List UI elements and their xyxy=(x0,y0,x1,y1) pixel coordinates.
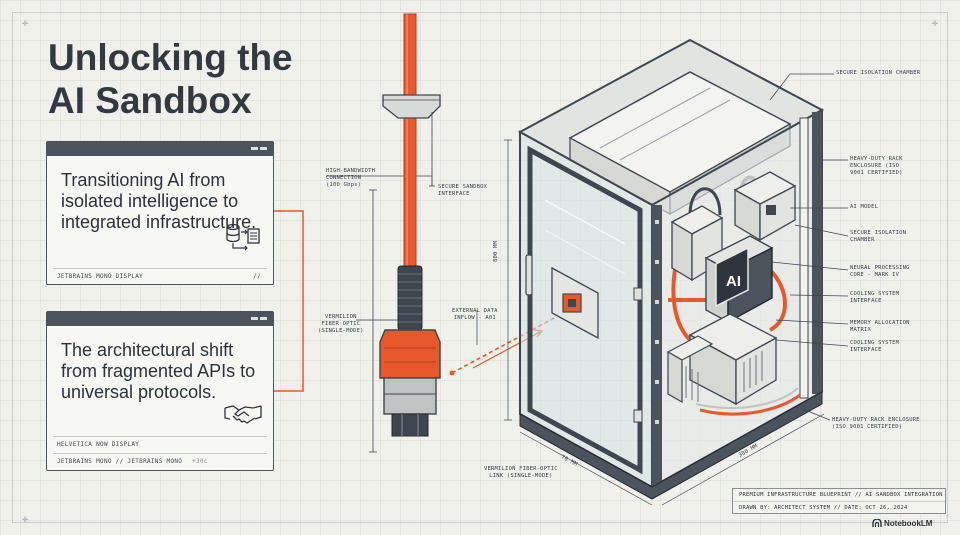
annotation-heavy-duty-rack-bottom: HEAVY-DUTY RACK ENCLOSURE (ISO 9001 CERT… xyxy=(832,417,920,430)
title-line-2: AI Sandbox xyxy=(48,80,252,121)
card-transitioning: Transitioning AI from isolated intellige… xyxy=(46,141,274,285)
blueprint-info-box: PREMIUM INFRASTRUCTURE BLUEPRINT // AI S… xyxy=(732,488,946,514)
annotation-neural-processing-core: NEURAL PROCESSING CORE - MARK IV xyxy=(850,265,910,278)
leader-lines xyxy=(326,73,849,421)
window-controls-icon xyxy=(251,317,267,320)
card-connector-bracket xyxy=(274,210,304,392)
card-footer-label-2: JETBRAINS MONO // JETBRAINS MONO xyxy=(57,458,183,465)
chip-label: AI xyxy=(726,273,741,290)
card-footer-label-1: HELVETICA NOW DISPLAY xyxy=(57,441,140,448)
card-body: Transitioning AI from isolated intellige… xyxy=(47,156,273,268)
card-footer-extra: +30c xyxy=(192,458,208,465)
annotation-external-data-inflow: EXTERNAL DATA INFLOW - A01 xyxy=(452,308,498,321)
window-controls-icon xyxy=(251,147,267,150)
rack-dimension-lines xyxy=(504,139,825,506)
corner-mark-tl: ✛ xyxy=(22,18,29,29)
handshake-icon xyxy=(224,405,262,424)
annotation-heavy-duty-rack-top: HEAVY-DUTY RACK ENCLOSURE (ISO 9001 CERT… xyxy=(850,156,903,176)
page-title: Unlocking the AI Sandbox xyxy=(48,36,368,122)
info-line-1: PREMIUM INFRASTRUCTURE BLUEPRINT // AI S… xyxy=(739,492,943,498)
info-line-2: DRAWN BY: ARCHITECT SYSTEM // DATE: OCT … xyxy=(733,501,945,514)
card-architectural: The architectural shift from fragmented … xyxy=(46,311,274,471)
card-text: Transitioning AI from isolated intellige… xyxy=(61,170,257,232)
card-text: The architectural shift from fragmented … xyxy=(61,340,256,402)
annotation-ai-model: AI MODEL xyxy=(850,204,879,210)
brand-name: NotebookLM xyxy=(884,519,933,528)
card-footer-2: JETBRAINS MONO // JETBRAINS MONO +30c xyxy=(53,453,267,470)
notebooklm-logo-icon xyxy=(872,519,882,527)
card-footer: JETBRAINS MONO DISPLAY // xyxy=(53,268,267,285)
annotation-vermilion-fiber-optic: VERMILION FIBER OPTIC (SINGLE-MODE) xyxy=(318,314,364,334)
database-transfer-icon xyxy=(226,223,260,251)
card-body: The architectural shift from fragmented … xyxy=(47,326,273,436)
rack-enclosure xyxy=(517,38,825,500)
annotation-secure-isolation-chamber-top: SECURE ISOLATION CHAMBER xyxy=(836,70,921,76)
annotation-cooling-system-interface-1: COOLING SYSTEM INTERFACE xyxy=(850,291,900,304)
annotation-secure-sandbox-interface: SECURE SANDBOX INTERFACE xyxy=(438,184,488,197)
annotation-secure-isolation-chamber: SECURE ISOLATION CHAMBER xyxy=(850,230,907,243)
card-footer-1: HELVETICA NOW DISPLAY xyxy=(53,436,267,453)
annotation-high-bandwidth: HIGH-BANDWIDTH CONNECTION (100 Gbps) xyxy=(326,168,376,188)
annotation-memory-allocation: MEMORY ALLOCATION MATRIX xyxy=(850,320,910,333)
title-line-1: Unlocking the xyxy=(48,37,293,78)
internal-components: AI xyxy=(666,171,801,416)
card-footer-label: JETBRAINS MONO DISPLAY xyxy=(57,273,144,280)
annotation-vermilion-link: VERMILION FIBER-OPTIC LINK (SINGLE-MODE) xyxy=(484,466,558,479)
annotation-cooling-system-interface-2: COOLING SYSTEM INTERFACE xyxy=(850,340,900,353)
cable-dimension-line xyxy=(369,112,435,453)
card-titlebar xyxy=(47,142,273,156)
fiber-cable xyxy=(379,13,441,437)
corner-mark-bl: ✛ xyxy=(22,514,29,525)
dimension-height: 800 MM xyxy=(493,240,499,262)
card-titlebar xyxy=(47,312,273,326)
card-footer-mark: // xyxy=(253,273,261,280)
corner-mark-tr: ✛ xyxy=(932,18,939,29)
